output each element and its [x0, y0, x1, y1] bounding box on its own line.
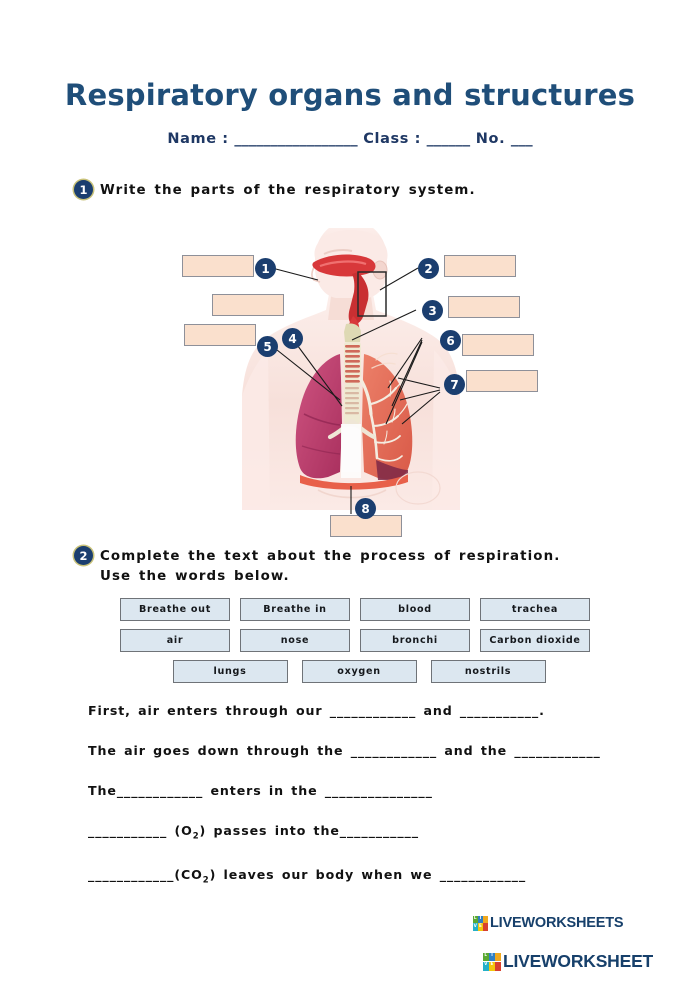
diagram-marker-2[interactable]: 2 [418, 258, 439, 279]
word-bank: Breathe out Breathe in blood trachea air… [120, 598, 590, 691]
answer-box-5[interactable] [184, 324, 256, 346]
answer-box-2[interactable] [444, 255, 516, 277]
word-nostrils[interactable]: nostrils [430, 660, 546, 683]
word-breathe-out[interactable]: Breathe out [120, 598, 230, 621]
sentence-4-text-b: ) passes into the [199, 823, 340, 838]
logo-tile-3 [483, 915, 488, 923]
fill-in-the-blank-text: First, air enters through our __________… [88, 703, 648, 910]
word-lungs[interactable]: lungs [172, 660, 288, 683]
sentence-3-blank-2[interactable]: _______________ [324, 783, 433, 798]
diagram-marker-4[interactable]: 4 [282, 328, 303, 349]
liveworksheets-logo-bottom[interactable]: L I V E LIVEWORKSHEET [483, 951, 653, 972]
word-bank-row: air nose bronchi Carbon dioxide [120, 629, 590, 652]
logo-tile-5: E [489, 962, 495, 971]
sentence-5-text-b: ) leaves our body when we [209, 866, 440, 882]
answer-box-3[interactable] [448, 296, 520, 318]
sentence-3: The____________ enters in the __________… [88, 783, 648, 798]
diagram-marker-3[interactable]: 3 [422, 300, 443, 321]
sentence-2: The air goes down through the __________… [88, 743, 648, 758]
sentence-1-text-c: . [539, 703, 545, 718]
word-bank-row: Breathe out Breathe in blood trachea [120, 598, 590, 621]
sentence-2-text-b: and the [437, 743, 515, 758]
logo-tile-4: V [483, 962, 489, 971]
sentence-5-blank-2[interactable]: ____________ [439, 866, 527, 882]
sentence-1-blank-2[interactable]: ___________ [459, 703, 540, 718]
word-nose[interactable]: nose [240, 629, 350, 652]
diagram-marker-5[interactable]: 5 [257, 336, 278, 357]
diagram-marker-6[interactable]: 6 [440, 330, 461, 351]
respiratory-diagram: 1 2 3 4 5 6 7 8 [100, 228, 600, 537]
exercise-2-badge: 2 [74, 546, 93, 565]
student-info-line: Name : _________________ Class : ______ … [0, 131, 700, 147]
answer-box-4[interactable] [212, 294, 284, 316]
exercise-1-instruction: Write the parts of the respiratory syste… [100, 183, 476, 198]
sentence-5: ____________(CO2) leaves our body when w… [88, 867, 648, 886]
sentence-2-text-a: The air goes down through the [88, 743, 351, 758]
logo-tile-1: L [473, 915, 478, 923]
sentence-5-blank-1[interactable]: ____________ [88, 866, 175, 882]
sentence-3-text-b: enters in the [203, 783, 325, 798]
word-bronchi[interactable]: bronchi [360, 629, 470, 652]
word-carbon-dioxide[interactable]: Carbon dioxide [480, 629, 590, 652]
class-label: Class : [363, 131, 421, 147]
word-blood[interactable]: blood [360, 598, 470, 621]
sentence-4-blank-1[interactable]: ___________ [88, 823, 168, 838]
diagram-marker-1[interactable]: 1 [255, 258, 276, 279]
leader-lines [271, 267, 441, 514]
liveworksheets-logo-top[interactable]: L I V E LIVEWORKSHEETS [473, 915, 624, 931]
sentence-3-blank-1[interactable]: ____________ [116, 783, 204, 798]
logo-tile-3 [495, 952, 501, 962]
sentence-1-text-b: and [416, 703, 460, 718]
exercise-1-badge: 1 [74, 180, 93, 199]
sentence-4-blank-2[interactable]: ___________ [339, 823, 419, 838]
logo-tile-5: E [478, 923, 483, 931]
answer-box-6[interactable] [462, 334, 534, 356]
sentence-2-blank-2[interactable]: ____________ [514, 743, 601, 758]
liveworksheets-wordmark: LIVEWORKSHEET [503, 951, 654, 971]
sentence-1-text-a: First, air enters through our [88, 703, 330, 718]
sentence-1: First, air enters through our __________… [88, 703, 648, 718]
logo-tile-6 [483, 923, 488, 931]
diagram-marker-7[interactable]: 7 [444, 374, 465, 395]
sentence-2-blank-1[interactable]: ____________ [350, 743, 438, 758]
carbon-dioxide-subscript: 2 [202, 875, 210, 886]
sentence-1-blank-1[interactable]: ____________ [329, 703, 417, 718]
name-blank[interactable]: _________________ [234, 131, 358, 147]
liveworksheets-tiles-icon: L I V E [483, 952, 501, 971]
answer-box-1[interactable] [182, 255, 254, 277]
word-air[interactable]: air [120, 629, 230, 652]
logo-tile-4: V [473, 923, 478, 931]
sentence-4: ___________ (O2) passes into the________… [88, 823, 648, 842]
oxygen-subscript: 2 [192, 831, 200, 842]
sentence-3-text-a: The [88, 783, 117, 798]
logo-tile-2: I [489, 952, 495, 962]
answer-box-7[interactable] [466, 370, 538, 392]
liveworksheets-wordmark: LIVEWORKSHEETS [490, 915, 624, 931]
exercise-2-instruction: Complete the text about the process of r… [100, 549, 561, 584]
word-trachea[interactable]: trachea [480, 598, 590, 621]
class-blank[interactable]: ______ [426, 131, 471, 147]
logo-tile-1: L [483, 952, 489, 962]
sentence-5-text-a: (CO [174, 866, 203, 882]
sentence-4-text-a: (O [167, 823, 193, 838]
no-blank[interactable]: ___ [510, 131, 533, 147]
page-title: Respiratory organs and structures [64, 78, 636, 112]
logo-tile-2: I [478, 915, 483, 923]
diagram-marker-8[interactable]: 8 [355, 498, 376, 519]
word-oxygen[interactable]: oxygen [301, 660, 417, 683]
no-label: No. [475, 131, 506, 147]
word-bank-row: lungs oxygen nostrils [120, 660, 590, 683]
logo-tile-6 [495, 961, 501, 971]
liveworksheets-tiles-icon: L I V E [473, 915, 488, 931]
word-breathe-in[interactable]: Breathe in [240, 598, 350, 621]
name-label: Name : [167, 131, 229, 147]
